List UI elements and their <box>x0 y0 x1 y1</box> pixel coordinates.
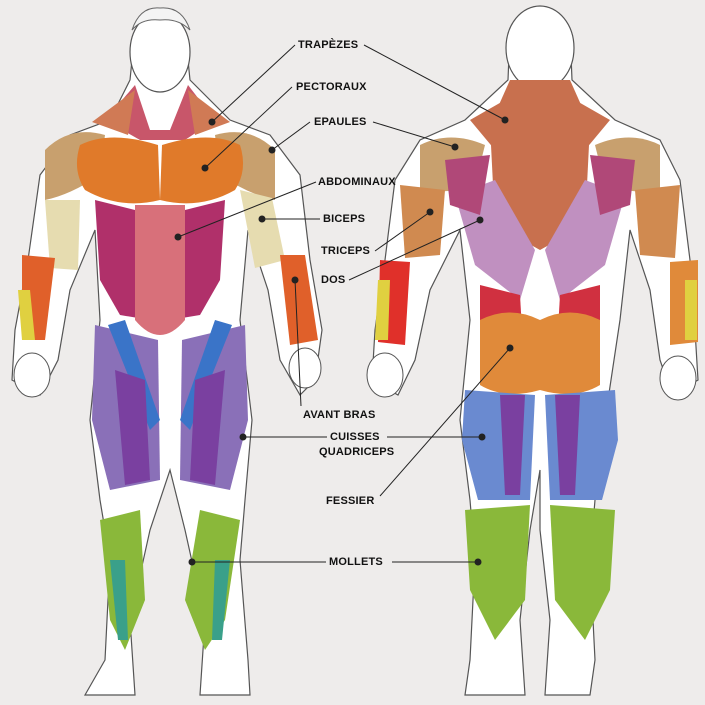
dot-triceps <box>426 208 434 216</box>
label-epaules: EPAULES <box>314 116 367 128</box>
leader-lines <box>177 44 511 563</box>
front-calf-right <box>185 510 240 650</box>
back-trapezes-left <box>470 100 505 150</box>
front-forearm-right <box>280 255 318 345</box>
back-hand-left <box>366 352 404 398</box>
back-head <box>505 5 575 91</box>
front-abdominals <box>135 205 185 335</box>
leader-avant-bras <box>294 279 302 407</box>
front-sartorius-right <box>180 320 232 430</box>
dot-avant-bras <box>291 276 299 284</box>
front-quad-inner-left <box>115 370 150 485</box>
dot-abdominaux <box>174 233 182 241</box>
dot-trapezes-back <box>501 116 509 124</box>
back-calf-left <box>465 505 530 640</box>
back-calf-right <box>550 505 615 640</box>
dot-epaules-back <box>451 143 459 151</box>
back-teres-left <box>445 155 490 215</box>
back-triceps-left <box>400 185 445 258</box>
label-fessier: FESSIER <box>326 495 375 507</box>
front-tibialis-right <box>212 560 230 640</box>
label-abdominaux: ABDOMINAUX <box>318 176 396 188</box>
label-cuisses: CUISSES <box>330 431 380 443</box>
label-avant-bras: AVANT BRAS <box>303 409 376 421</box>
label-mollets: MOLLETS <box>329 556 383 568</box>
leader-dos <box>348 219 481 281</box>
label-triceps: TRICEPS <box>321 245 371 257</box>
front-forearm-left-yellow <box>18 290 35 340</box>
dot-cuisses-back <box>478 433 486 441</box>
front-figure <box>11 7 323 696</box>
back-glute-right <box>540 312 600 394</box>
back-trapezes-right <box>575 100 610 150</box>
front-pectoral-left <box>76 137 160 204</box>
front-sartorius-left <box>108 320 160 430</box>
front-trapezes-muscle <box>188 90 230 135</box>
back-figure <box>366 5 699 696</box>
dot-dos <box>476 216 484 224</box>
leader-fessier <box>379 347 511 497</box>
front-tibialis-left <box>110 560 128 640</box>
leader-epaules-front <box>271 121 311 151</box>
back-hamstring-inner-left <box>500 395 525 495</box>
label-quadriceps: QUADRICEPS <box>319 446 395 458</box>
back-forearm-right-yellow <box>685 280 697 340</box>
dot-mollets-front <box>188 558 196 566</box>
leader-trapezes-front <box>211 44 296 123</box>
leader-epaules-back <box>372 121 456 148</box>
leader-pectoraux <box>204 86 293 169</box>
dot-mollets-back <box>474 558 482 566</box>
label-dos: DOS <box>321 274 346 286</box>
back-teres-right <box>590 155 635 215</box>
front-biceps-left <box>45 200 80 270</box>
back-triceps-right <box>635 185 680 258</box>
dot-pectoraux <box>201 164 209 172</box>
front-pectoral-right <box>160 137 244 204</box>
dot-cuisses-front <box>239 433 247 441</box>
label-trapezes: TRAPÈZES <box>298 39 359 51</box>
front-biceps-right <box>240 190 285 268</box>
back-glute-left <box>480 312 540 394</box>
front-body-outline <box>11 15 323 696</box>
front-trapezes-left <box>92 90 135 135</box>
back-trapezes-muscle <box>490 80 590 250</box>
leader-triceps <box>374 211 431 252</box>
back-hamstring-inner-right <box>555 395 580 495</box>
dot-trapezes-front <box>208 118 216 126</box>
back-hand-right <box>659 355 697 401</box>
dot-fessier <box>506 344 514 352</box>
front-hair <box>131 7 191 31</box>
leader-abdominaux <box>177 181 317 238</box>
leader-dots <box>174 116 514 566</box>
front-hand-left <box>13 352 51 398</box>
leader-trapezes-back <box>363 44 506 121</box>
dot-epaules-front <box>268 146 276 154</box>
front-quad-inner-right <box>190 370 225 485</box>
front-hand-right <box>288 347 322 389</box>
dot-biceps <box>258 215 266 223</box>
label-biceps: BICEPS <box>323 213 366 225</box>
label-pectoraux: PECTORAUX <box>296 81 367 93</box>
back-forearm-left-yellow <box>375 280 390 340</box>
